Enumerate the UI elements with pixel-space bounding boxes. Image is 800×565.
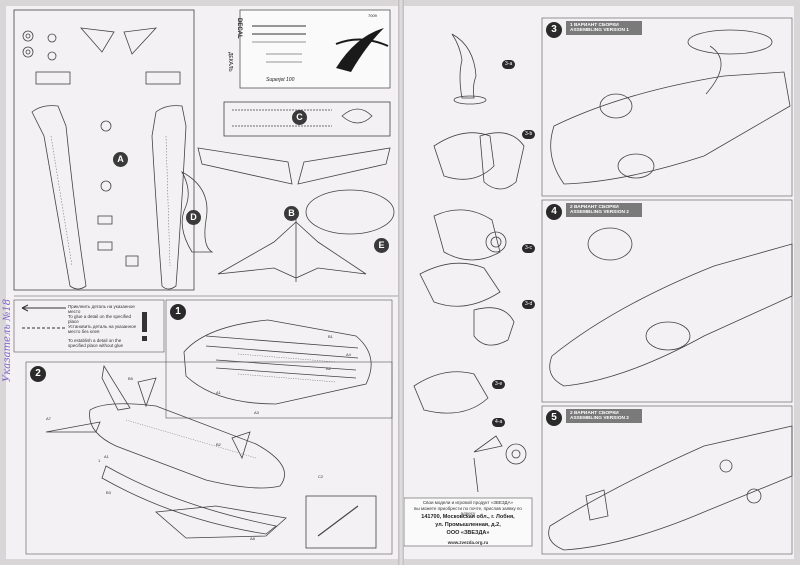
step2-part-a7: A7 xyxy=(46,416,51,421)
step2-part-1: 1 xyxy=(98,458,101,463)
substep-3a: 3-a xyxy=(502,60,516,69)
sprue-label-e: E xyxy=(374,238,389,253)
decal-side-label: DECAL xyxy=(236,18,242,39)
step1-part-a2: A2 xyxy=(326,366,331,371)
step1-part-a1: A1 xyxy=(216,390,221,395)
stand-part-d xyxy=(180,171,214,253)
step2-part-b2: B2 xyxy=(216,442,221,447)
publisher-line1: Свои модели и игровой продукт «ЗВЕЗДА» xyxy=(422,500,514,505)
sprue-label-c: C xyxy=(292,110,307,125)
step2-part-a1: A1 xyxy=(104,454,109,459)
step5-banner: 2 ВАРИАНТ СБОРКИ ASSEMBLING VERSION 2 xyxy=(566,409,642,423)
stand-drawing xyxy=(451,33,477,99)
engine-assembly-3b xyxy=(433,132,495,180)
publisher-line2: вы можете приобрести по почте, прислав з… xyxy=(414,506,522,517)
step2-part-c2: C2 xyxy=(318,474,324,479)
step2-part-b5: B5 xyxy=(128,376,133,381)
step4-title-ru: 2 ВАРИАНТ СБОРКИ xyxy=(570,204,619,210)
substep-3b: 3-b xyxy=(522,130,536,139)
step1-fuselage xyxy=(183,319,372,405)
sprue-label-a: A xyxy=(113,152,128,167)
left-page: A B C D E DECAL ДЕКАЛЬ Superjet 100 7009… xyxy=(6,6,398,559)
substep-3c: 3-c xyxy=(522,244,535,253)
sprue-c xyxy=(223,101,391,137)
step5-number: 5 xyxy=(546,410,562,426)
step3-title-en: ASSEMBLING VERSION 1 xyxy=(570,28,629,34)
decal-model-name: Superjet 100 xyxy=(266,77,295,83)
step2-aircraft xyxy=(45,364,377,549)
step3-frame xyxy=(541,17,793,197)
attention-mark xyxy=(142,312,147,332)
right-page-drawings xyxy=(404,17,793,555)
substep-4a: 4-a xyxy=(492,418,506,427)
step2-frame xyxy=(25,361,393,555)
sprue-a-frame xyxy=(13,9,195,291)
step3-title-ru: 1 ВАРИАНТ СБОРКИ xyxy=(570,22,619,28)
step4-frame xyxy=(541,199,793,403)
step1-part-b1: B1 xyxy=(328,334,333,339)
step2-number: 2 xyxy=(30,366,46,382)
legend-noglue-en: To establish a detail on the specified p… xyxy=(68,338,124,349)
step3-banner: 1 ВАРИАНТ СБОРКИ ASSEMBLING VERSION 1 xyxy=(566,21,642,35)
publisher-company: ООО «ЗВЕЗДА» xyxy=(446,530,490,536)
decal-code: 7009 xyxy=(368,13,377,18)
publisher-street: ул. Промышленная, д.2, xyxy=(435,522,501,528)
decal-side-label-ru: ДЕКАЛЬ xyxy=(227,52,233,72)
sprue-b xyxy=(197,147,391,282)
legend-noglue-ru: Установить деталь на указанное место без… xyxy=(68,324,137,335)
step5-frame xyxy=(541,405,793,555)
legend-glue-ru: Приклеить деталь на указанное место xyxy=(68,304,135,315)
sprue-label-d: D xyxy=(186,210,201,225)
substep-3d: 3-d xyxy=(522,300,536,309)
step1-number: 1 xyxy=(170,304,186,320)
step1-part-a4: A4 xyxy=(346,352,351,357)
substep-3e: 3-e xyxy=(492,380,506,389)
legend-glue-en: To glue a detail on the specified place xyxy=(68,314,132,325)
step5-title-en: ASSEMBLING VERSION 2 xyxy=(570,416,629,422)
handwritten-note: Указатель №18 xyxy=(2,298,13,382)
legend-box xyxy=(13,299,165,353)
right-page: 3 1 ВАРИАНТ СБОРКИ ASSEMBLING VERSION 1 … xyxy=(404,6,794,559)
step4-number: 4 xyxy=(546,204,562,220)
step1-part-a3: A3 xyxy=(254,410,259,415)
step4-title-en: ASSEMBLING VERSION 2 xyxy=(570,210,629,216)
step1-frame xyxy=(165,299,393,419)
step2-part-b3: B3 xyxy=(106,490,111,495)
decal-sheet xyxy=(239,9,391,89)
step3-number: 3 xyxy=(546,22,562,38)
left-page-drawings xyxy=(13,9,398,555)
book-spine xyxy=(398,0,404,565)
publisher-box xyxy=(404,497,533,547)
step4-banner: 2 ВАРИАНТ СБОРКИ ASSEMBLING VERSION 2 xyxy=(566,203,642,217)
base-part-e xyxy=(305,189,395,235)
step2-part-a8: A8 xyxy=(250,536,255,541)
step5-title-ru: 2 ВАРИАНТ СБОРКИ xyxy=(570,410,619,416)
publisher-url[interactable]: www.zvezda.org.ru xyxy=(447,540,489,545)
sprue-label-b: B xyxy=(284,206,299,221)
publisher-zip-city: 141700, Московская обл., г. Лобня, xyxy=(421,514,515,520)
